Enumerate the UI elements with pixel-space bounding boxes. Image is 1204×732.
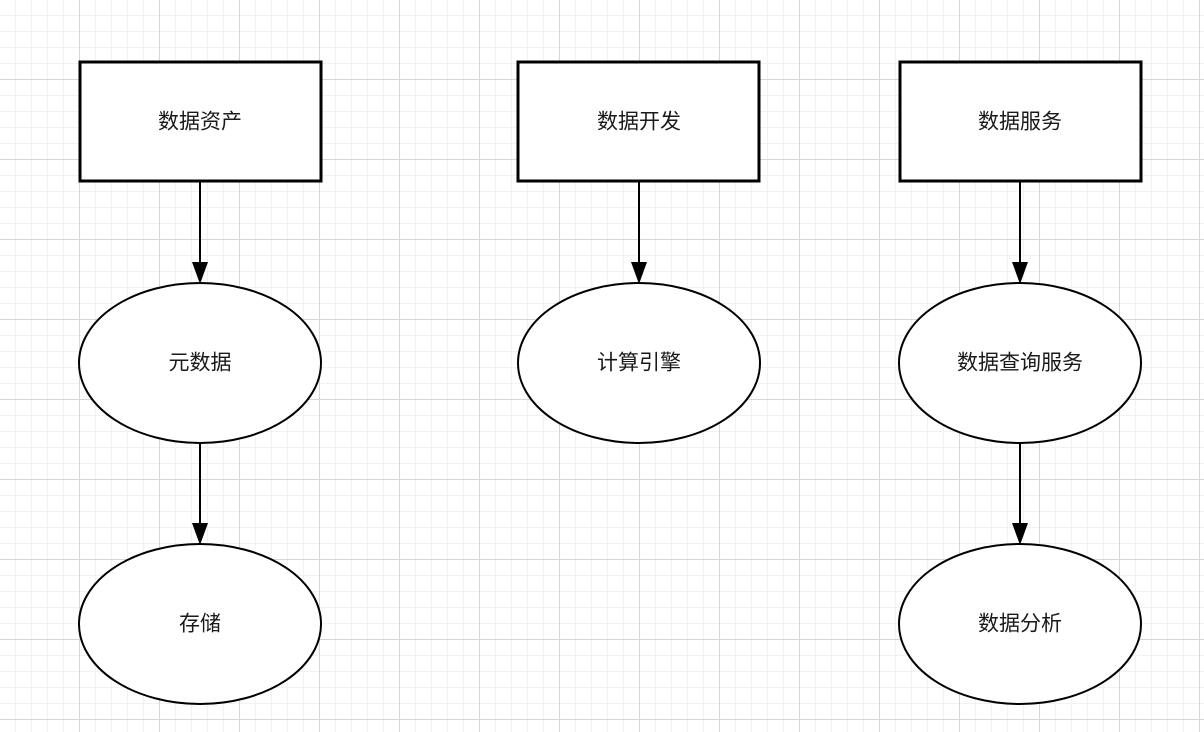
node-compute-engine[interactable]: 计算引擎 [517, 282, 761, 444]
node-rectangle[interactable] [898, 60, 1143, 183]
node-label: 数据服务 [978, 111, 1062, 134]
arrowhead-icon [631, 262, 647, 284]
node-label: 存储 [179, 613, 221, 636]
node-data-analysis[interactable]: 数据分析 [898, 543, 1142, 705]
node-data-service[interactable]: 数据服务 [898, 60, 1143, 183]
edge-data-assets-to-metadata [192, 181, 208, 284]
edge-data-development-to-compute-engine [631, 181, 647, 284]
node-label: 数据查询服务 [957, 352, 1083, 375]
node-label: 数据分析 [978, 613, 1062, 636]
arrowhead-icon [1012, 523, 1028, 545]
node-label: 数据开发 [597, 111, 681, 134]
arrowhead-icon [1012, 262, 1028, 284]
edge-metadata-to-storage [192, 442, 208, 545]
node-ellipse[interactable] [898, 282, 1142, 444]
node-data-assets[interactable]: 数据资产 [78, 60, 323, 183]
node-metadata[interactable]: 元数据 [78, 282, 322, 444]
node-ellipse[interactable] [78, 282, 322, 444]
edge-data-service-to-data-query-service [1012, 181, 1028, 284]
node-label: 计算引擎 [597, 352, 681, 375]
flow-column-data-service: 数据服务 数据查询服务 数据分析 [898, 60, 1143, 705]
node-ellipse[interactable] [78, 543, 322, 705]
node-label: 数据资产 [158, 111, 242, 134]
node-data-query-service[interactable]: 数据查询服务 [898, 282, 1142, 444]
node-rectangle[interactable] [516, 60, 761, 183]
flow-column-data-assets: 数据资产 元数据 存储 [78, 60, 323, 705]
node-storage[interactable]: 存储 [78, 543, 322, 705]
node-data-development[interactable]: 数据开发 [516, 60, 761, 183]
node-label: 元数据 [169, 352, 232, 375]
arrowhead-icon [192, 262, 208, 284]
node-ellipse[interactable] [898, 543, 1142, 705]
flow-column-data-development: 数据开发 计算引擎 [516, 60, 761, 444]
node-ellipse[interactable] [517, 282, 761, 444]
arrowhead-icon [192, 523, 208, 545]
edge-data-query-service-to-data-analysis [1012, 442, 1028, 545]
node-rectangle[interactable] [78, 60, 323, 183]
